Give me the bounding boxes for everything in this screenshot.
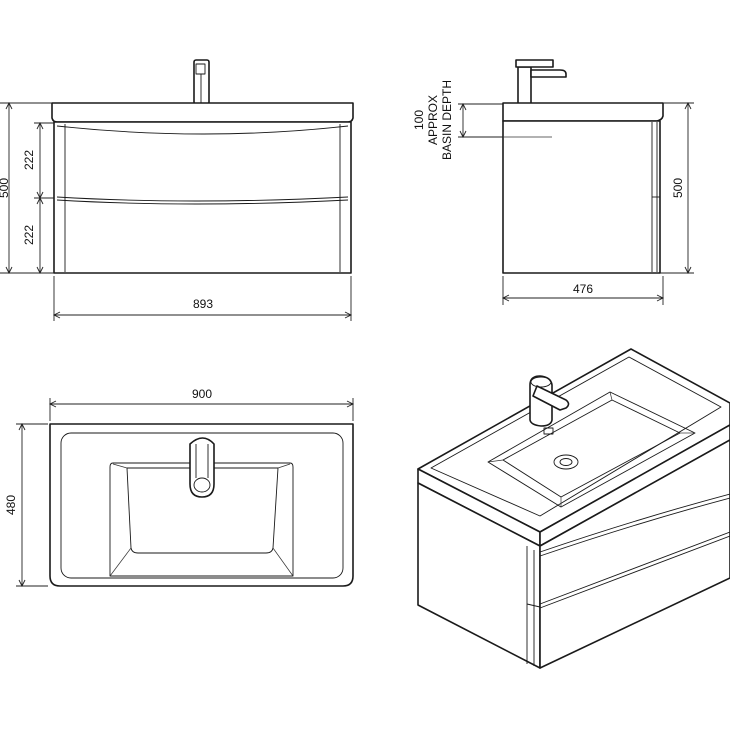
front-tap [193,59,210,105]
top-width-dimension: 900 [48,387,355,421]
side-depth-dimension: 476 [501,276,665,305]
top-rim [60,432,344,579]
front-width-label: 893 [193,297,213,311]
iso-tap [529,375,570,427]
isometric-view [417,348,730,669]
front-height-dimension: 500 [0,101,54,275]
iso-drawer-top-curve [539,493,730,553]
side-basin-depth-line2: BASIN DEPTH [440,80,454,160]
top-width-label: 900 [192,387,212,401]
iso-cabinet-front [539,439,730,669]
front-drawer-top-label: 222 [22,150,36,170]
iso-drawer-split [539,531,730,605]
front-drawer-dimensions: 222 222 [22,121,54,275]
side-basin-depth-value: 100 [412,110,426,130]
side-cabinet [502,120,661,274]
side-height-dimension: 500 [660,101,694,275]
top-outline [49,423,354,587]
front-height-label: 500 [0,178,11,198]
front-drawer-split [56,196,349,202]
front-width-dimension: 893 [52,276,353,321]
front-cabinet [53,121,352,274]
top-view: 900 480 [4,387,355,588]
front-drawer-top-curve [56,125,349,135]
side-height-label: 500 [671,178,685,198]
side-basin-depth-line1: APPROX [426,95,440,145]
front-basin-top [51,102,354,123]
side-depth-label: 476 [573,282,593,296]
top-depth-dimension: 480 [4,422,48,588]
side-basin-top [502,102,664,122]
iso-drain [553,454,579,470]
top-tap [189,437,215,498]
side-basin-depth-dimension: 100 APPROX BASIN DEPTH [412,80,503,160]
front-view: 500 222 222 893 [0,59,354,321]
side-tap [515,59,567,105]
top-depth-label: 480 [4,495,18,515]
side-view: 100 APPROX BASIN DEPTH 500 476 [412,59,694,305]
front-drawer-bottom-label: 222 [22,225,36,245]
